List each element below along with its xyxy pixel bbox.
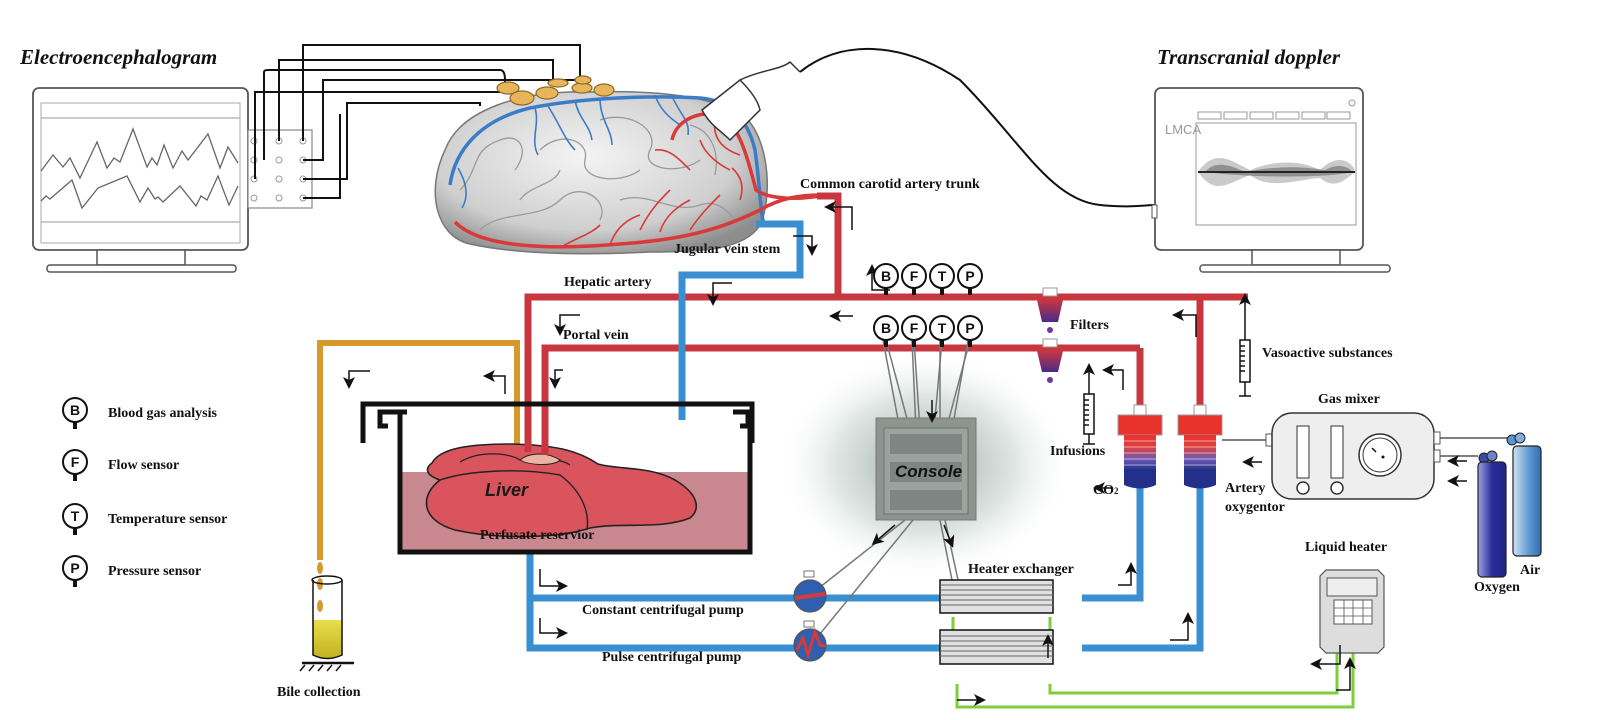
label-vasoactive: Vasoactive substances: [1262, 346, 1393, 361]
liver: [425, 443, 698, 538]
tcd-title: Transcranial doppler: [1157, 45, 1340, 69]
eeg-title: Electroencephalogram: [20, 45, 218, 69]
syringe-infusions: [1083, 375, 1095, 445]
bile-collection-cylinder: [299, 562, 354, 672]
legend-item-temperature: T Temperature sensor: [62, 503, 227, 537]
label-common-carotid: Common carotid artery trunk: [800, 177, 980, 192]
sensor-cables: [809, 339, 971, 641]
tcd-monitor: [1151, 87, 1391, 273]
label-liver: Liver: [485, 480, 529, 500]
vein-lines: [526, 220, 1204, 652]
heater-exchanger-2: [939, 629, 1054, 665]
temperature-sensor-icon: T: [929, 315, 955, 349]
tcd-channel-label: LMCA: [1165, 122, 1202, 137]
legend-item-pressure: P Pressure sensor: [62, 555, 201, 589]
legend-item-blood-gas: B Blood gas analysis: [62, 397, 217, 431]
label-jugular: Jugular vein stem: [674, 242, 781, 257]
tcd-probe: [701, 48, 1156, 208]
pulse-centrifugal-pump: [793, 620, 827, 662]
blood-gas-sensor-icon: B: [873, 263, 899, 297]
flow-sensor-icon: F: [62, 449, 88, 483]
label-oxygen: Oxygen: [1474, 580, 1520, 595]
oxygenator-2: [1177, 404, 1223, 489]
console: [875, 417, 977, 521]
filter-portal: [1037, 338, 1063, 383]
oxygen-tank: [1477, 450, 1507, 578]
label-console: Console: [895, 462, 963, 481]
label-heater-exchanger: Heater exchanger: [968, 562, 1074, 577]
blood-gas-sensor-icon: B: [873, 315, 899, 349]
label-infusions: Infusions: [1050, 444, 1106, 459]
pressure-sensor-icon: P: [957, 315, 983, 349]
label-constant-pump: Constant centrifugal pump: [582, 603, 744, 618]
flow-sensor-icon: F: [901, 315, 927, 349]
oxygenator-1: [1117, 404, 1163, 489]
flow-sensor-icon: F: [901, 263, 927, 297]
eeg-monitor: [32, 87, 313, 273]
label-artery-oxygenator-1: Artery: [1225, 481, 1266, 496]
label-liquid-heater: Liquid heater: [1305, 540, 1388, 555]
label-hepatic-artery: Hepatic artery: [564, 275, 652, 290]
gas-mixer: [1222, 412, 1510, 500]
label-bile-collection: Bile collection: [277, 685, 361, 700]
label-reservoir: Perfusate reservior: [480, 528, 595, 543]
air-tank: [1506, 432, 1542, 557]
label-gas-mixer: Gas mixer: [1318, 392, 1380, 407]
pressure-sensor-icon: P: [62, 555, 88, 589]
pressure-sensor-icon: P: [957, 263, 983, 297]
bile-line: [317, 340, 520, 560]
filter-hepatic: [1037, 287, 1063, 333]
eeg-electrode-wires: [254, 44, 583, 199]
label-air: Air: [1520, 563, 1541, 578]
eeg-electrodes: [496, 75, 615, 106]
label-filters: Filters: [1070, 318, 1109, 333]
blood-gas-sensor-icon: B: [62, 397, 88, 431]
heater-exchanger-1: [939, 579, 1054, 614]
liquid-heater: [1319, 569, 1385, 654]
temperature-sensor-icon: T: [62, 503, 88, 537]
constant-centrifugal-pump: [793, 570, 827, 613]
flow-arrows: [343, 201, 1467, 706]
label-co2: CO2: [1093, 483, 1119, 498]
syringe-vasoactive: [1239, 304, 1251, 397]
label-pulse-pump: Pulse centrifugal pump: [602, 650, 742, 665]
label-portal-vein: Portal vein: [563, 328, 629, 343]
label-artery-oxygenator-2: oxygentor: [1225, 500, 1285, 515]
temperature-sensor-icon: T: [929, 263, 955, 297]
legend-item-flow: F Flow sensor: [62, 449, 179, 483]
brain: [434, 75, 826, 255]
